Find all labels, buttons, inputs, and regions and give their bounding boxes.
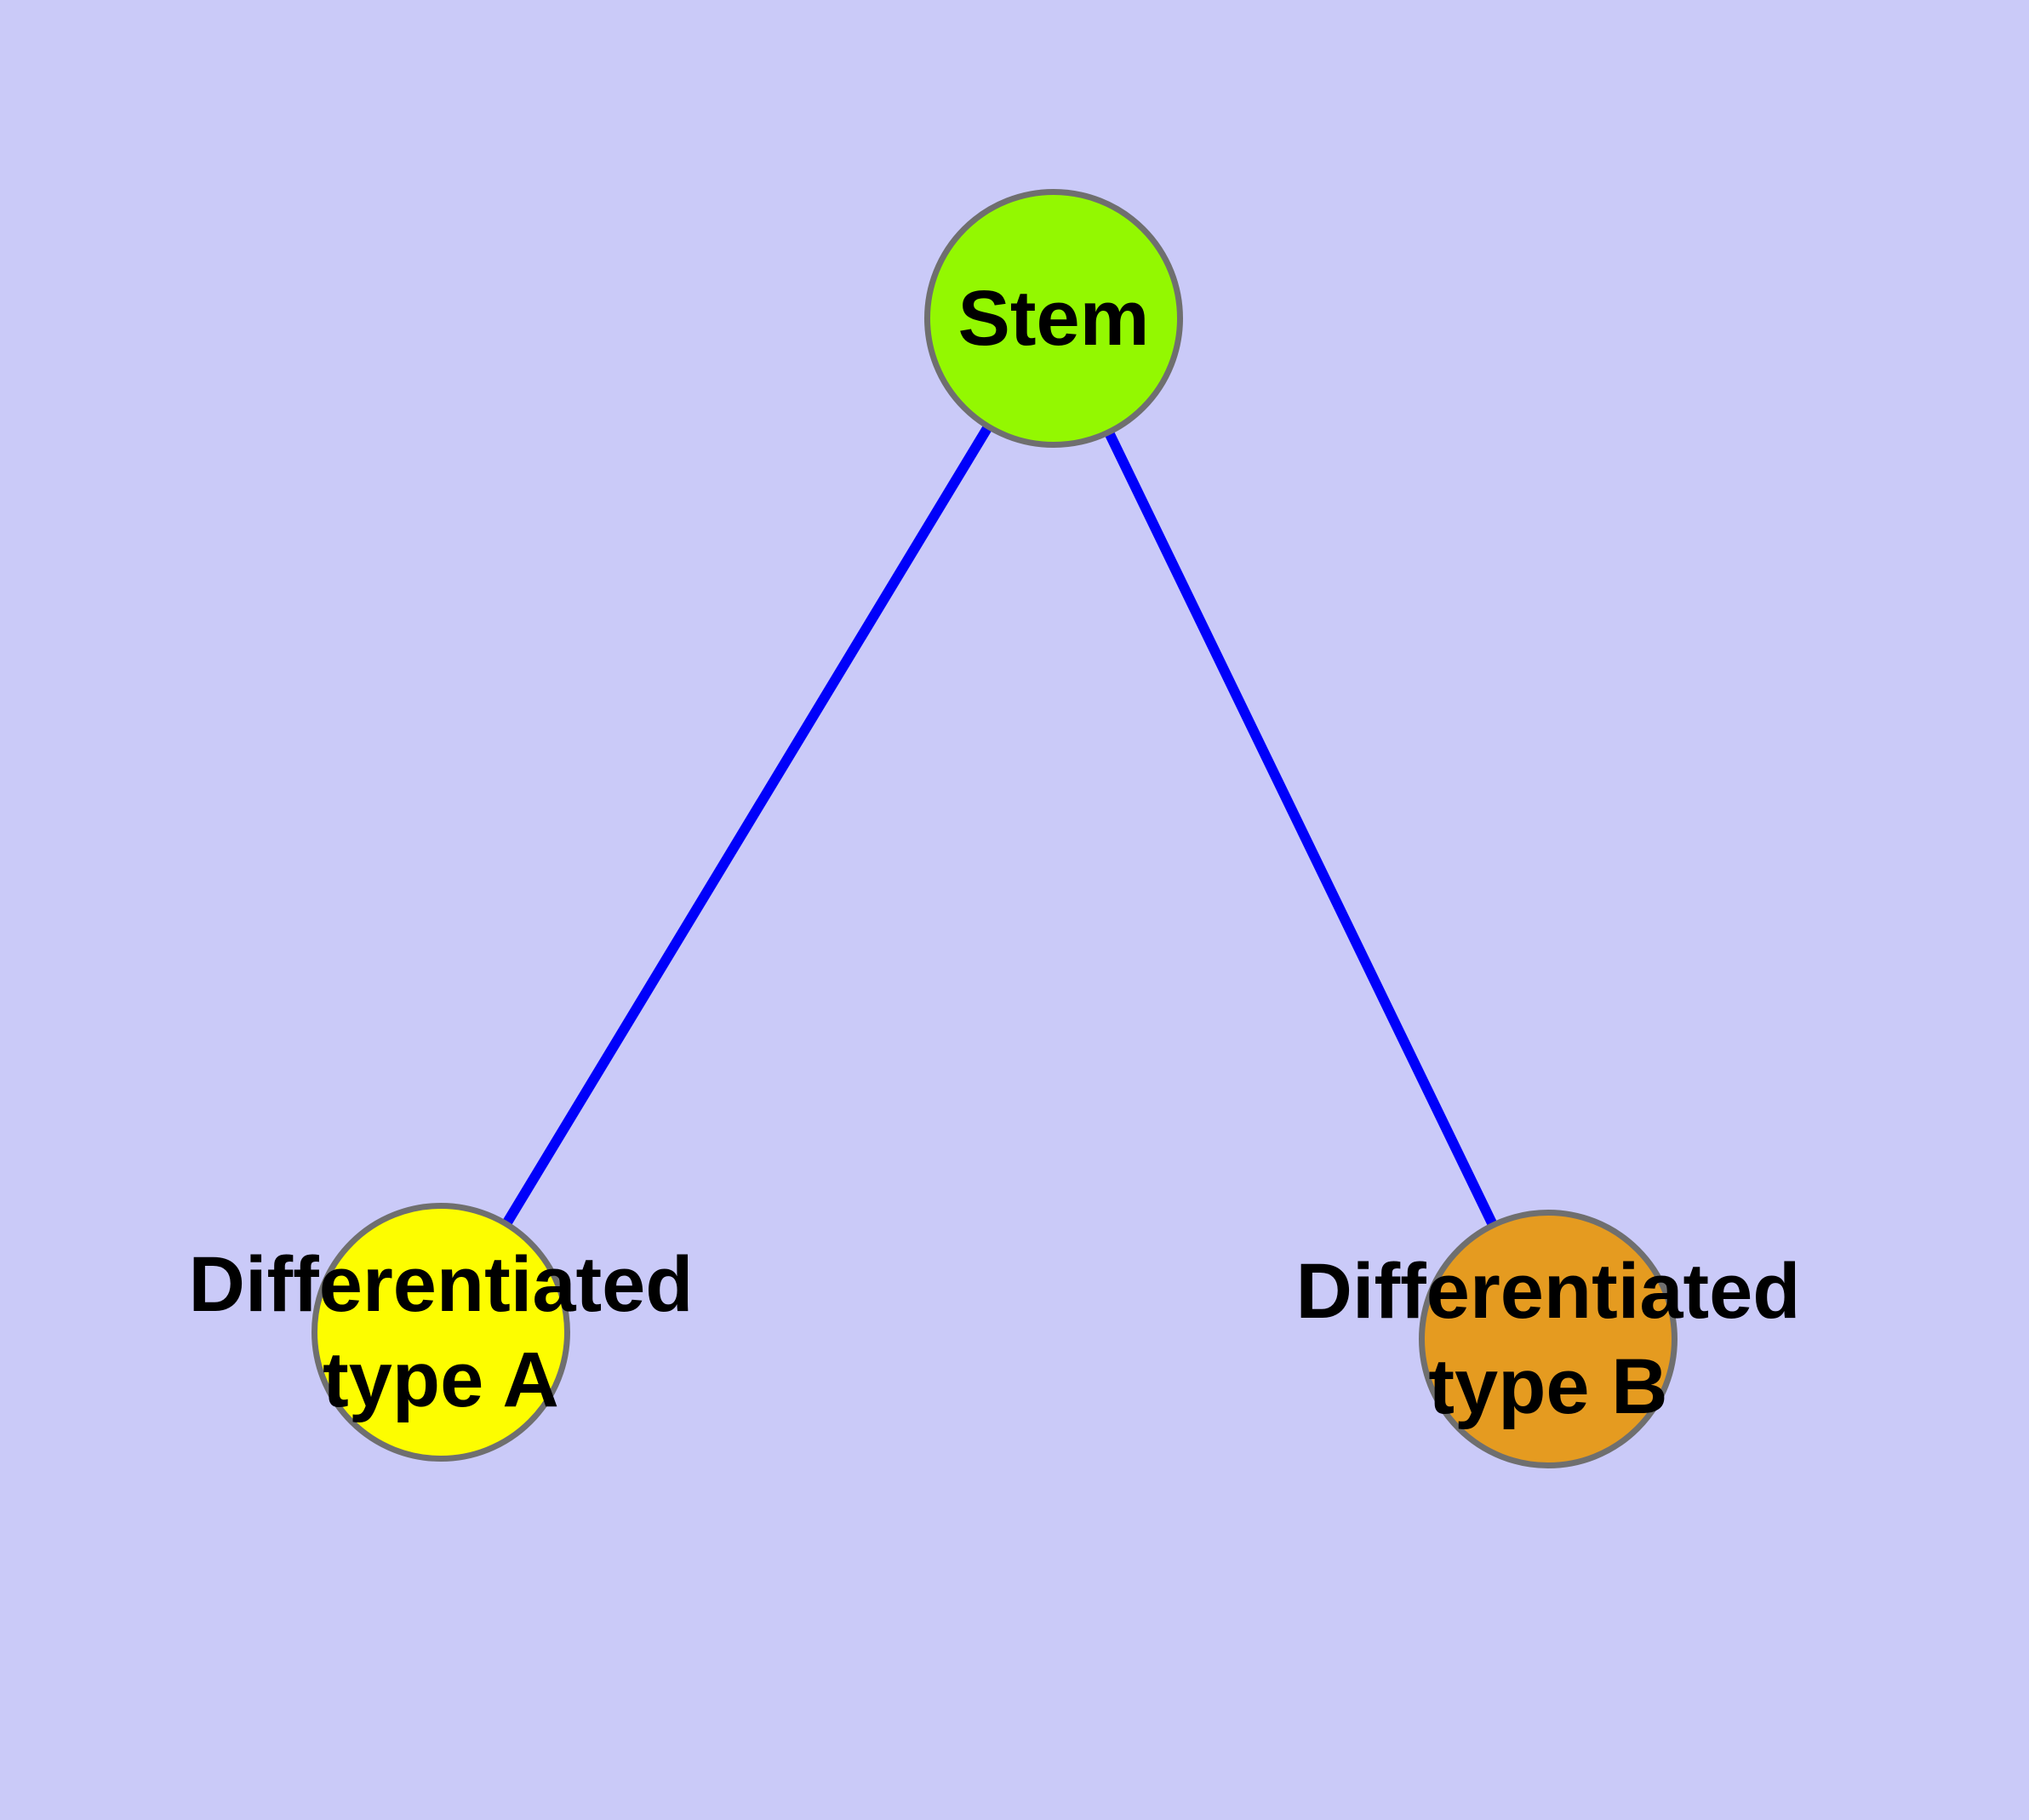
edge-stem-to-type-b bbox=[1049, 316, 1553, 1342]
edge-stem-to-type-a bbox=[436, 315, 1059, 1336]
node-stem[interactable] bbox=[924, 189, 1183, 448]
node-differentiated-type-a[interactable] bbox=[311, 1203, 570, 1462]
node-differentiated-type-b[interactable] bbox=[1419, 1210, 1677, 1468]
